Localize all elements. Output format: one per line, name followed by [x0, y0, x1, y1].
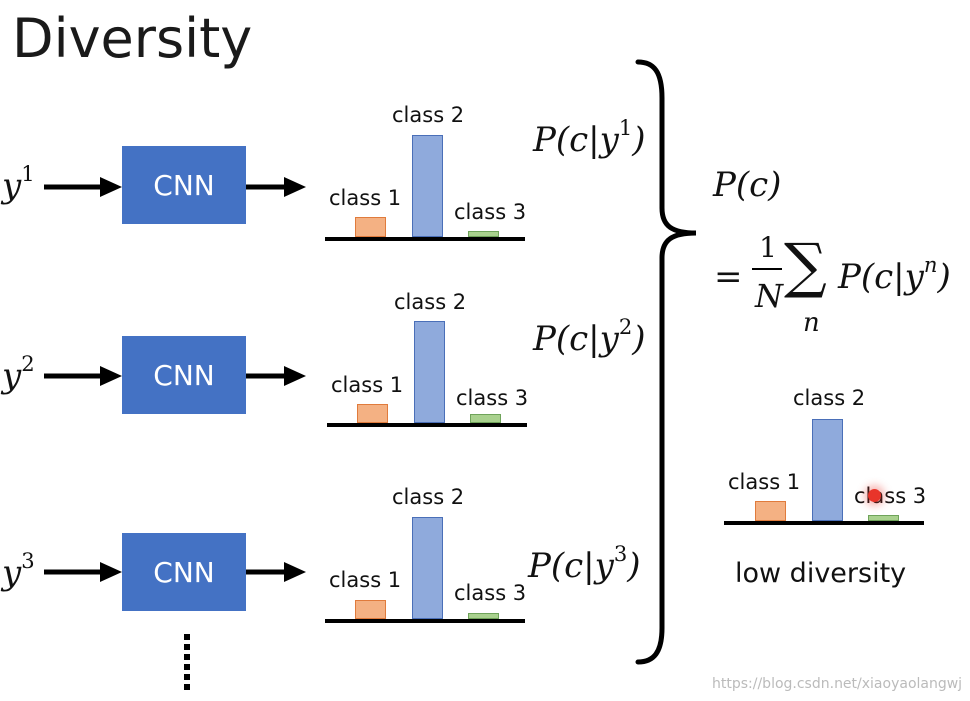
- axis-line-3: [325, 619, 525, 623]
- equals-sign: =: [714, 257, 743, 297]
- class2-label-2: class 2: [394, 290, 467, 314]
- arrow-out-2: [246, 366, 306, 386]
- bar-class1-1: [355, 217, 386, 237]
- watermark: https://blog.csdn.net/xiaoyaolangwj: [712, 676, 963, 692]
- prob-label-3-sup: 3: [613, 541, 628, 567]
- arrow-out-3: [246, 562, 306, 582]
- result-axis-line: [724, 521, 924, 525]
- class2-label-3: class 2: [392, 485, 465, 509]
- axis-line-1: [325, 237, 525, 241]
- input-y2-sup: 2: [21, 351, 35, 377]
- result-bar-class2: [812, 419, 843, 521]
- sum-term-close: ): [937, 257, 951, 297]
- prob-label-1-sup: 1: [618, 115, 633, 141]
- result-class1-label: class 1: [728, 470, 801, 494]
- pc-label: P(c): [713, 165, 782, 205]
- prob-label-1: P(c|y1): [533, 117, 646, 160]
- bar-class1-2: [357, 404, 388, 423]
- bar-class3-1: [468, 231, 499, 237]
- result-bar-class1: [755, 501, 786, 521]
- sum-index: n: [803, 308, 820, 338]
- sum-symbol: ∑: [784, 231, 827, 301]
- prob-label-3-base: P(c|y: [528, 546, 614, 586]
- laser-pointer-dot: [868, 489, 881, 502]
- input-y1-base: y: [2, 166, 22, 206]
- cnn-box-3: CNN: [122, 533, 246, 611]
- input-y1: y1: [2, 163, 35, 206]
- prob-label-3-close: ): [627, 546, 641, 586]
- bar-class2-2: [414, 321, 445, 423]
- axis-line-2: [327, 423, 527, 427]
- input-y2: y2: [2, 353, 35, 396]
- bar-class2-1: [412, 135, 443, 237]
- class2-label-1: class 2: [392, 103, 465, 127]
- input-y3-base: y: [2, 553, 22, 593]
- prob-label-1-close: ): [632, 120, 646, 160]
- fraction-denominator: N: [755, 277, 783, 315]
- result-class2-label: class 2: [793, 386, 866, 410]
- prob-label-3: P(c|y3): [528, 543, 641, 586]
- cnn-box-1: CNN: [122, 146, 246, 224]
- class1-label-1: class 1: [329, 186, 402, 210]
- result-bar-class3: [868, 515, 899, 521]
- fraction-numerator: 1: [759, 231, 777, 264]
- arrow-out-1: [246, 177, 306, 197]
- prob-label-2-sup: 2: [618, 314, 633, 340]
- bar-class3-3: [468, 613, 499, 619]
- arrow-in-3: [44, 562, 122, 582]
- prob-label-1-base: P(c|y: [533, 120, 619, 160]
- input-y3: y3: [2, 550, 35, 593]
- class3-label-3: class 3: [454, 581, 527, 605]
- curly-brace: [635, 59, 697, 665]
- bar-class1-3: [355, 600, 386, 619]
- arrow-in-1: [44, 177, 122, 197]
- arrow-in-2: [44, 366, 122, 386]
- sum-term-sup: n: [923, 252, 938, 278]
- vertical-ellipsis: [184, 634, 190, 690]
- prob-label-2-close: ): [632, 319, 646, 359]
- input-y2-base: y: [2, 356, 22, 396]
- prob-label-2-base: P(c|y: [533, 319, 619, 359]
- fraction-bar: [752, 268, 782, 270]
- bar-class3-2: [470, 414, 501, 423]
- slide-title: Diversity: [12, 7, 253, 70]
- low-diversity-caption: low diversity: [735, 558, 907, 589]
- bar-class2-3: [412, 517, 443, 619]
- class3-label-2: class 3: [456, 386, 529, 410]
- input-y3-sup: 3: [21, 548, 35, 574]
- prob-label-2: P(c|y2): [533, 316, 646, 359]
- input-y1-sup: 1: [21, 161, 35, 187]
- sum-term: P(c|yn): [838, 254, 951, 297]
- class1-label-2: class 1: [331, 373, 404, 397]
- result-class3-label: class 3: [854, 484, 927, 508]
- sum-term-base: P(c|y: [838, 257, 924, 297]
- class3-label-1: class 3: [454, 200, 527, 224]
- cnn-box-2: CNN: [122, 336, 246, 414]
- class1-label-3: class 1: [329, 568, 402, 592]
